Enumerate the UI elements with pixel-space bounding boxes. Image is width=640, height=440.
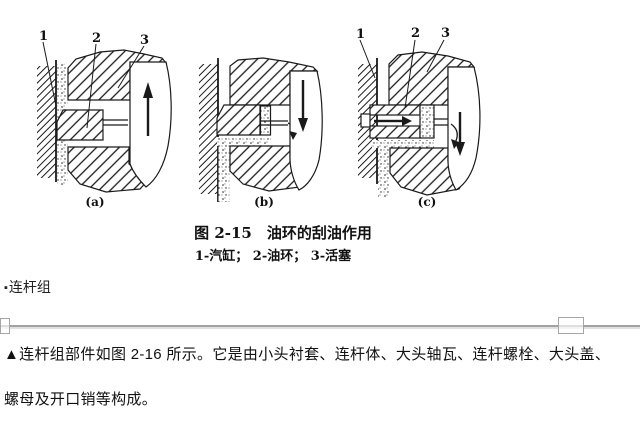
arrow-up-icon [143, 82, 153, 136]
hook-arrowhead-b [289, 131, 297, 140]
piston-interior-b [289, 70, 323, 191]
diagram-c-label: (c) [417, 195, 437, 209]
paragraph-2: 螺母及开口销等构成。 [4, 391, 158, 408]
oil-film-b [218, 146, 230, 202]
oil-ring-bottom-c [369, 125, 421, 139]
figure-legend: 1-汽缸； 2-油环； 3-活塞 [194, 249, 352, 264]
oil-under-ring-c [372, 140, 434, 148]
paragraph-1-text: 连杆组部件如图 2-16 所示。它是由小头衬套、连杆体、大头轴瓦、连杆螺栓、大头… [19, 346, 611, 363]
resize-handle-right[interactable] [558, 317, 584, 334]
figure-caption: 图 2-15 油环的刮油作用 [194, 224, 372, 242]
callout-2: 2 [92, 31, 101, 46]
oil-ring-top-c [369, 104, 421, 116]
oil-ring-a [56, 109, 104, 141]
section-heading: ▪连杆组 [4, 277, 51, 297]
paragraph-1: ▲连杆组部件如图 2-16 所示。它是由小头衬套、连杆体、大头轴瓦、连杆螺栓、大… [4, 343, 610, 364]
diagram-a-label: (a) [85, 195, 105, 209]
section-heading-label: 连杆组 [8, 279, 51, 295]
oil-under-ring-b [217, 137, 271, 146]
callout-1: 1 [39, 29, 48, 44]
hook-arrowhead-c [451, 139, 459, 149]
arrow-down-icon [298, 80, 308, 132]
resize-handle-left[interactable] [0, 318, 10, 334]
oil-drain-arrow-icon [374, 116, 412, 126]
callout-3: 3 [441, 26, 450, 41]
diagram-c: 1 2 3 [356, 26, 481, 198]
arrow-down-icon [455, 112, 465, 156]
triangle-marker-icon: ▲ [4, 346, 20, 363]
cylinder-wall-b [199, 58, 219, 202]
square-bullet-icon: ▪ [4, 282, 8, 294]
diagram-b [199, 57, 323, 202]
callout-3: 3 [140, 33, 149, 48]
callout-2: 2 [411, 26, 420, 41]
horizontal-rule[interactable] [0, 325, 640, 327]
oil-film-c [378, 148, 390, 198]
oil-ring-b [216, 104, 261, 136]
piston-interior-c [447, 66, 481, 191]
piston-interior-a [129, 61, 172, 188]
callout-1: 1 [356, 27, 365, 42]
cylinder-wall-a [37, 60, 57, 182]
diagram-a: 1 2 3 [37, 29, 172, 193]
diagram-b-label: (b) [254, 195, 274, 209]
piston-lower-a [67, 146, 149, 193]
ring-gap-cap-c [360, 113, 371, 128]
oil-in-groove-c [419, 104, 435, 139]
